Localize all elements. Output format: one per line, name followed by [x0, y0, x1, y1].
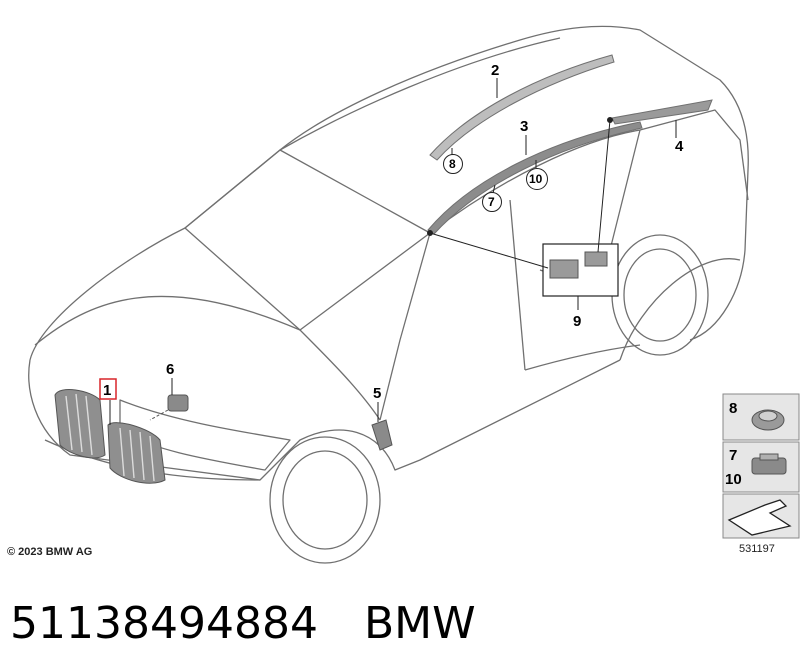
callout-6: 6 [166, 361, 174, 378]
grille-slats [65, 393, 155, 482]
brand-name: BMW [363, 598, 476, 649]
callout-2: 2 [491, 62, 499, 79]
front-wheel [269, 436, 381, 564]
callout-3: 3 [520, 118, 528, 135]
sensor-part [149, 394, 189, 421]
clips-box [542, 243, 619, 297]
leader-lines [109, 78, 677, 425]
nut-icon [751, 409, 785, 431]
copyright-notice: © 2023 BMW AG [7, 546, 92, 558]
legend-label-7: 7 [729, 447, 737, 464]
callout-8: 8 [449, 157, 456, 171]
callout-1: 1 [103, 382, 111, 399]
legend-label-10: 10 [725, 471, 742, 488]
callout-1-highlight [99, 378, 117, 400]
car-outline [28, 25, 749, 481]
side-trim-part [427, 121, 643, 235]
callout-7-circle [482, 192, 502, 212]
parts-diagram: 1 2 3 4 5 6 9 8 7 10 8 7 10 531197 © 202… [7, 25, 800, 564]
part-caption: 51138494884 BMW [10, 584, 476, 664]
callout-5: 5 [373, 385, 381, 402]
callout-4: 4 [675, 138, 684, 155]
side-marker-part [371, 419, 393, 451]
callout-10: 10 [529, 172, 543, 186]
reference-number: 531197 [739, 543, 775, 555]
callout-9: 9 [573, 313, 581, 330]
rear-trim-part [611, 99, 713, 125]
clip-icon [751, 453, 787, 475]
arrow-icon [727, 499, 792, 536]
callout-8-circle [443, 154, 463, 174]
part-number: 51138494884 [10, 598, 318, 649]
roof-trim-part [429, 54, 615, 161]
callout-10-circle [526, 168, 548, 190]
legend-label-8: 8 [729, 400, 737, 417]
callout-7: 7 [488, 195, 495, 209]
